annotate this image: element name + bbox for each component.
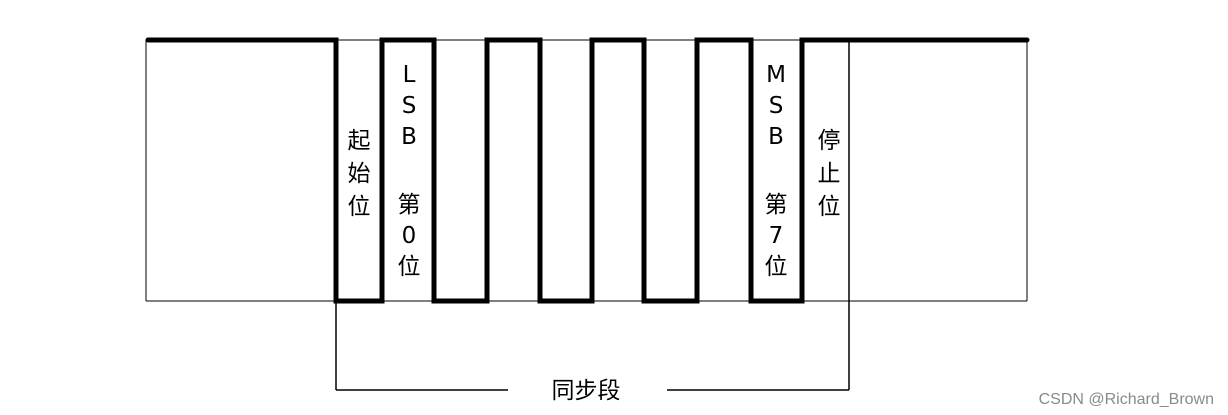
- start-bit-label: 起 始 位: [348, 128, 371, 220]
- msb-char: M: [766, 62, 786, 88]
- bit0-label: 第 0 位: [398, 192, 421, 280]
- bit0-char: 0: [402, 223, 417, 249]
- sync-segment-bracket: [335, 40, 850, 391]
- bit0-char: 位: [398, 254, 421, 280]
- bit7-char: 第: [765, 192, 788, 218]
- frame-lines: [145, 39, 1028, 302]
- bit7-char: 位: [765, 254, 788, 280]
- stop-bit-char: 位: [818, 194, 841, 220]
- stop-bit-char: 停: [818, 128, 841, 154]
- lsb-char: B: [401, 124, 417, 150]
- bit7-char: 7: [769, 223, 784, 249]
- msb-char: S: [769, 93, 784, 119]
- start-bit-char: 位: [348, 194, 371, 220]
- sync-segment-label: 同步段: [552, 378, 621, 404]
- stop-bit-label: 停 止 位: [818, 128, 841, 220]
- signal-waveform: [145, 37, 1030, 304]
- lsb-label: L S B: [401, 62, 417, 150]
- watermark: CSDN @Richard_Brown: [1039, 391, 1214, 408]
- lsb-char: S: [402, 93, 417, 119]
- bit0-char: 第: [398, 192, 421, 218]
- stop-bit-char: 止: [818, 161, 841, 187]
- bit7-label: 第 7 位: [765, 192, 788, 280]
- msb-label: M S B: [766, 62, 786, 150]
- start-bit-char: 起: [348, 128, 371, 154]
- lsb-char: L: [403, 62, 416, 88]
- msb-char: B: [768, 124, 784, 150]
- start-bit-char: 始: [348, 161, 371, 187]
